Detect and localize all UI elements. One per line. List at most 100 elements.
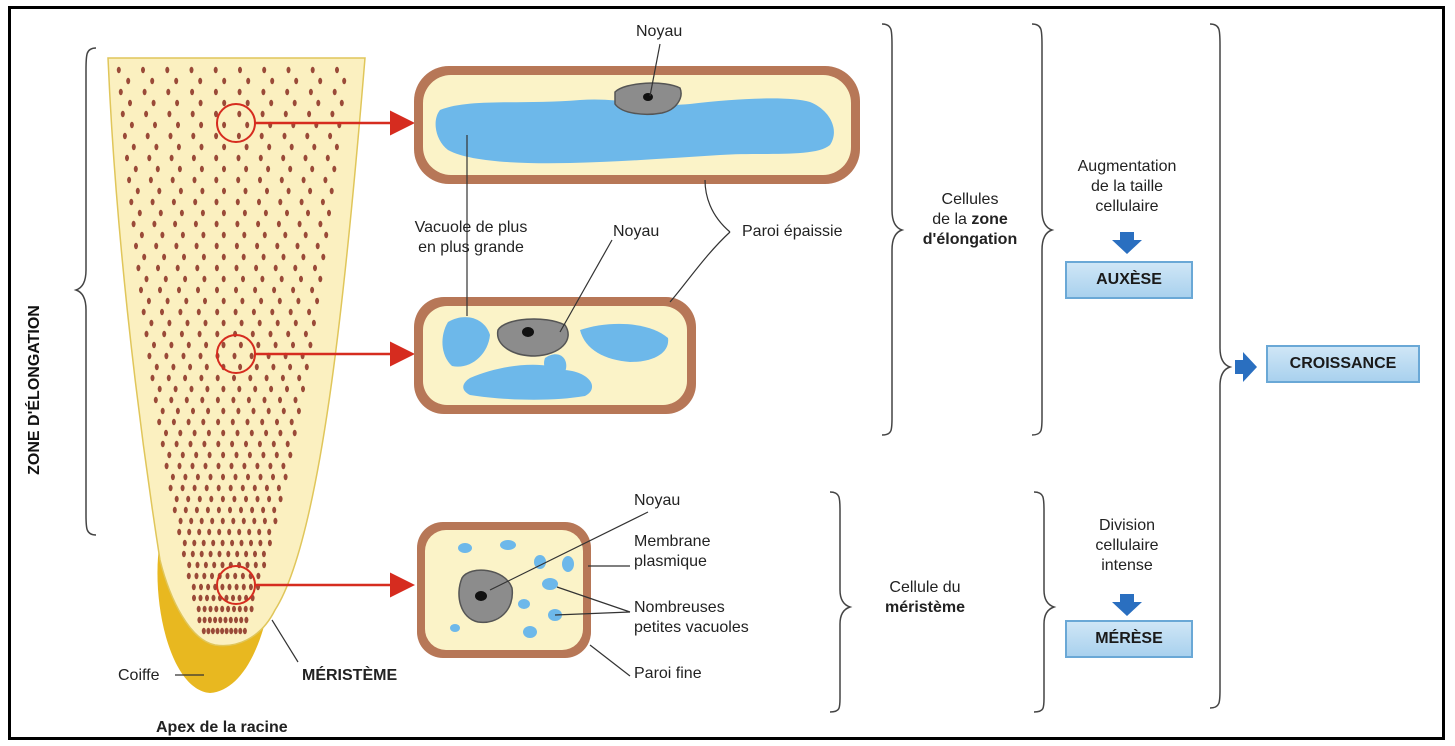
root-cell-dot — [309, 89, 313, 95]
root-cell-dot — [301, 254, 305, 260]
root-cell-dot — [237, 529, 241, 535]
root-cell-dot — [275, 452, 279, 458]
root-cell-dot — [252, 309, 256, 315]
root-cell-dot — [198, 496, 202, 502]
root-cell-dot — [191, 551, 195, 557]
root-cell-dot — [246, 419, 250, 425]
root-cell-dot — [234, 309, 238, 315]
root-cell-dot — [255, 364, 259, 370]
root-cell-dot — [279, 496, 283, 502]
root-cell-dot — [203, 298, 207, 304]
root-cell-dot — [207, 529, 211, 535]
root-cell-dot — [305, 133, 309, 139]
root-cell-dot — [253, 386, 257, 392]
root-cell-dot — [193, 177, 197, 183]
root-cell-dot — [277, 485, 281, 491]
root-cell-dot — [262, 67, 266, 73]
root-cell-dot — [304, 331, 308, 337]
root-cell-dot — [162, 331, 166, 337]
root-cell-dot — [297, 375, 301, 381]
root-cell-dot — [252, 408, 256, 414]
root-cell-dot — [200, 188, 204, 194]
root-cell-dot — [235, 584, 239, 590]
root-cell-dot — [144, 111, 148, 117]
root-cell-dot — [252, 518, 256, 524]
root-cell-dot — [194, 452, 198, 458]
root-cell-dot — [127, 177, 131, 183]
root-cell-dot — [323, 177, 327, 183]
root-cell-dot — [285, 89, 289, 95]
root-cell-dot — [240, 320, 244, 326]
root-cell-dot — [274, 342, 278, 348]
root-cell-dot — [221, 386, 225, 392]
root-cell-dot — [238, 89, 242, 95]
root-cell-dot — [272, 287, 276, 293]
root-cell-dot — [169, 342, 173, 348]
root-cell-dot — [261, 89, 265, 95]
root-cell-dot — [154, 144, 158, 150]
root-cell-dot — [138, 210, 142, 216]
root-cell-dot — [236, 177, 240, 183]
root-cell-dot — [318, 276, 322, 282]
root-cell-dot — [172, 199, 176, 205]
root-cell-dot — [192, 155, 196, 161]
root-cell-dot — [150, 78, 154, 84]
root-cell-dot — [335, 144, 339, 150]
root-cell-dot — [230, 441, 234, 447]
root-cell-dot — [201, 210, 205, 216]
root-cell-dot — [204, 562, 208, 568]
root-cell-dot — [226, 573, 230, 579]
root-cell-dot — [222, 298, 226, 304]
root-cell-dot — [291, 287, 295, 293]
root-cell-dot — [268, 463, 272, 469]
root-cell-dot — [186, 496, 190, 502]
root-cell-dot — [151, 199, 155, 205]
root-cell-dot — [222, 144, 226, 150]
root-cell-dot — [234, 287, 238, 293]
root-cell-dot — [289, 309, 293, 315]
root-cell-dot — [231, 595, 235, 601]
root-cell-dot — [179, 518, 183, 524]
root-cell-dot — [260, 276, 264, 282]
brace-auxese — [1032, 24, 1052, 435]
root-cell-dot — [208, 617, 212, 623]
root-cell-dot — [119, 89, 123, 95]
root-cell-dot — [253, 551, 257, 557]
brace-elong-cells — [882, 24, 902, 435]
root-cell-dot — [263, 232, 267, 238]
root-cell-dot — [229, 628, 233, 634]
root-cell-dot — [134, 166, 138, 172]
root-cell-dot — [222, 78, 226, 84]
root-cell-dot — [165, 463, 169, 469]
root-cell-dot — [216, 397, 220, 403]
root-cell-dot — [242, 584, 246, 590]
root-cell-dot — [209, 496, 213, 502]
root-cell-dot — [216, 375, 220, 381]
root-cell-dot — [236, 408, 240, 414]
root-cell-dot — [222, 100, 226, 106]
root-cell-dot — [242, 232, 246, 238]
root-cell-dot — [281, 155, 285, 161]
root-cell-dot — [192, 540, 196, 546]
root-cell-dot — [267, 144, 271, 150]
root-cell-dot — [156, 166, 160, 172]
root-cell-dot — [240, 540, 244, 546]
root-cell-dot — [183, 276, 187, 282]
root-cell-dot — [269, 331, 273, 337]
root-cell-dot — [330, 111, 334, 117]
root-cell-dot — [305, 364, 309, 370]
root-cell-dot — [195, 243, 199, 249]
root-cell-dot — [175, 496, 179, 502]
root-cell-dot — [177, 144, 181, 150]
root-cell-dot — [294, 397, 298, 403]
root-cell-dot — [152, 100, 156, 106]
root-cell-dot — [318, 78, 322, 84]
auxese-box: AUXÈSE — [1065, 261, 1193, 299]
root-cell-dot — [147, 155, 151, 161]
root-cell-dot — [171, 474, 175, 480]
root-cell-dot — [205, 485, 209, 491]
root-cell-dot — [200, 397, 204, 403]
root-cell-dot — [340, 100, 344, 106]
root-cell-dot — [272, 507, 276, 513]
group-meristem-line1: Cellule du — [860, 578, 990, 598]
